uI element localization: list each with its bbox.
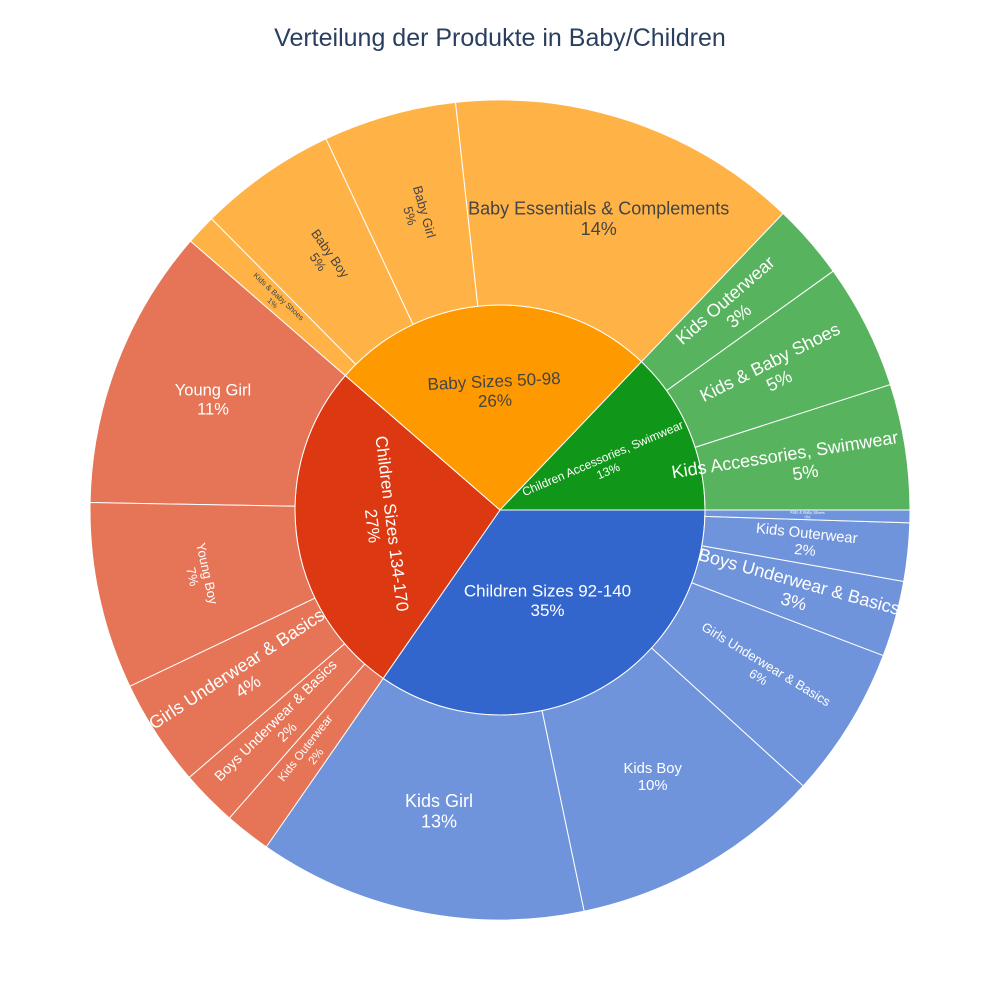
slice-children-sizes-92-140-kids-girl[interactable] (265, 677, 585, 921)
slice-children-sizes-134-170-young-boy[interactable] (89, 502, 316, 687)
slice-children-sizes-92-140-kids-outerwear[interactable] (701, 515, 911, 583)
sunburst-slices (89, 99, 911, 921)
slice-children-sizes-134-170-girls-underwear-basics[interactable] (129, 597, 346, 779)
chart-title: Verteilung der Produkte in Baby/Children (274, 24, 726, 52)
slice-children-sizes-92-140-boys-underwear-basics[interactable] (691, 545, 905, 657)
slice-children-accessories-swimwear-kids-baby-shoes[interactable] (665, 270, 891, 448)
slice-baby-sizes-50-98-baby-girl[interactable] (325, 101, 479, 326)
slice-children-sizes-134-170-kids-outerwear[interactable] (228, 663, 384, 848)
slice-children-sizes-92-140-kids-baby-shoes[interactable] (704, 509, 911, 524)
slice-baby-sizes-50-98-baby-boy[interactable] (210, 138, 414, 366)
slice-children-sizes-92-140-kids-boy[interactable] (541, 647, 804, 912)
slice-baby-sizes-50-98-baby-essentials-complements[interactable] (454, 99, 784, 363)
slice-baby-sizes-50-98-kids-baby-shoes[interactable] (189, 218, 357, 377)
slice-label-children-sizes-92-140-kids-baby-shoes: Kids & Baby Shoes0% (790, 510, 824, 520)
slice-children-accessories-swimwear-kids-accessories-swimwear-d[interactable] (694, 383, 911, 511)
slice-children-accessories-swimwear-kids-outerwear[interactable] (640, 212, 834, 392)
slice-children-sizes-134-170-young-girl[interactable] (89, 240, 346, 507)
slice-children-sizes-134-170-boys-underwear-basics[interactable] (188, 643, 366, 819)
